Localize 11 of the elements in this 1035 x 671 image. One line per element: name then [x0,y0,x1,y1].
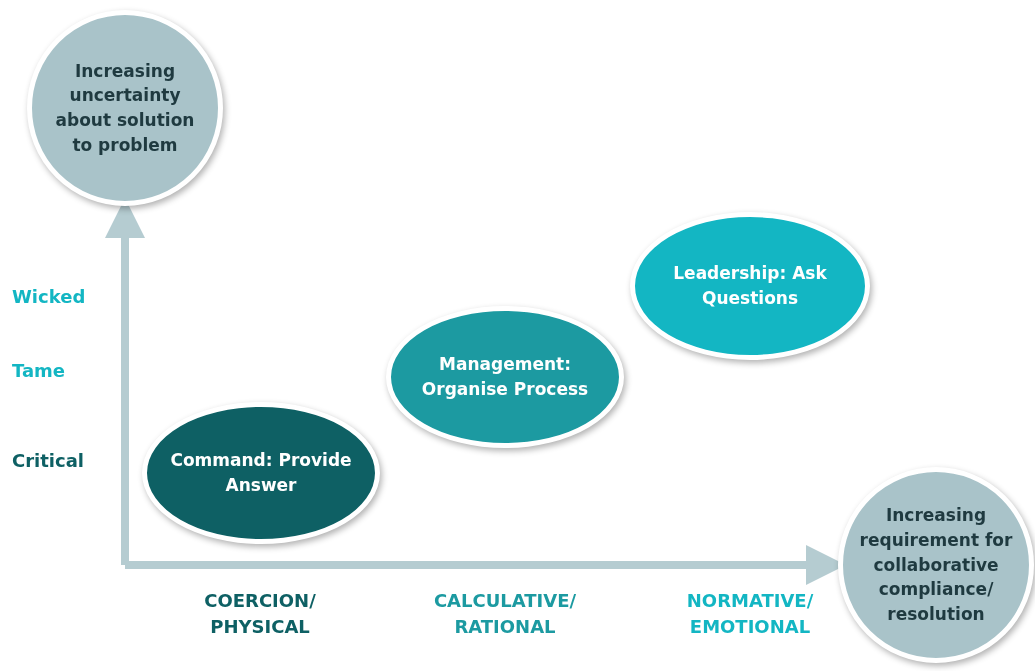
axis-label: NORMATIVE/ EMOTIONAL [685,589,815,640]
node-text: Increasing uncertainty about solution to problem [54,59,196,157]
axis-label: CALCULATIVE/ RATIONAL [432,589,578,640]
axis-label: COERCION/ PHYSICAL [203,589,317,640]
node-text: Command: Provide Answer [169,449,353,497]
node-text: Management: Organise Process [420,353,590,401]
node-text: Leadership: Ask Questions [672,262,828,310]
axis-label: Tame [12,359,67,383]
node-text: Increasing requirement for collaborative compliance/ resolution [858,504,1014,626]
axis-label: Critical [12,449,86,473]
axis-label: Wicked [12,285,87,309]
